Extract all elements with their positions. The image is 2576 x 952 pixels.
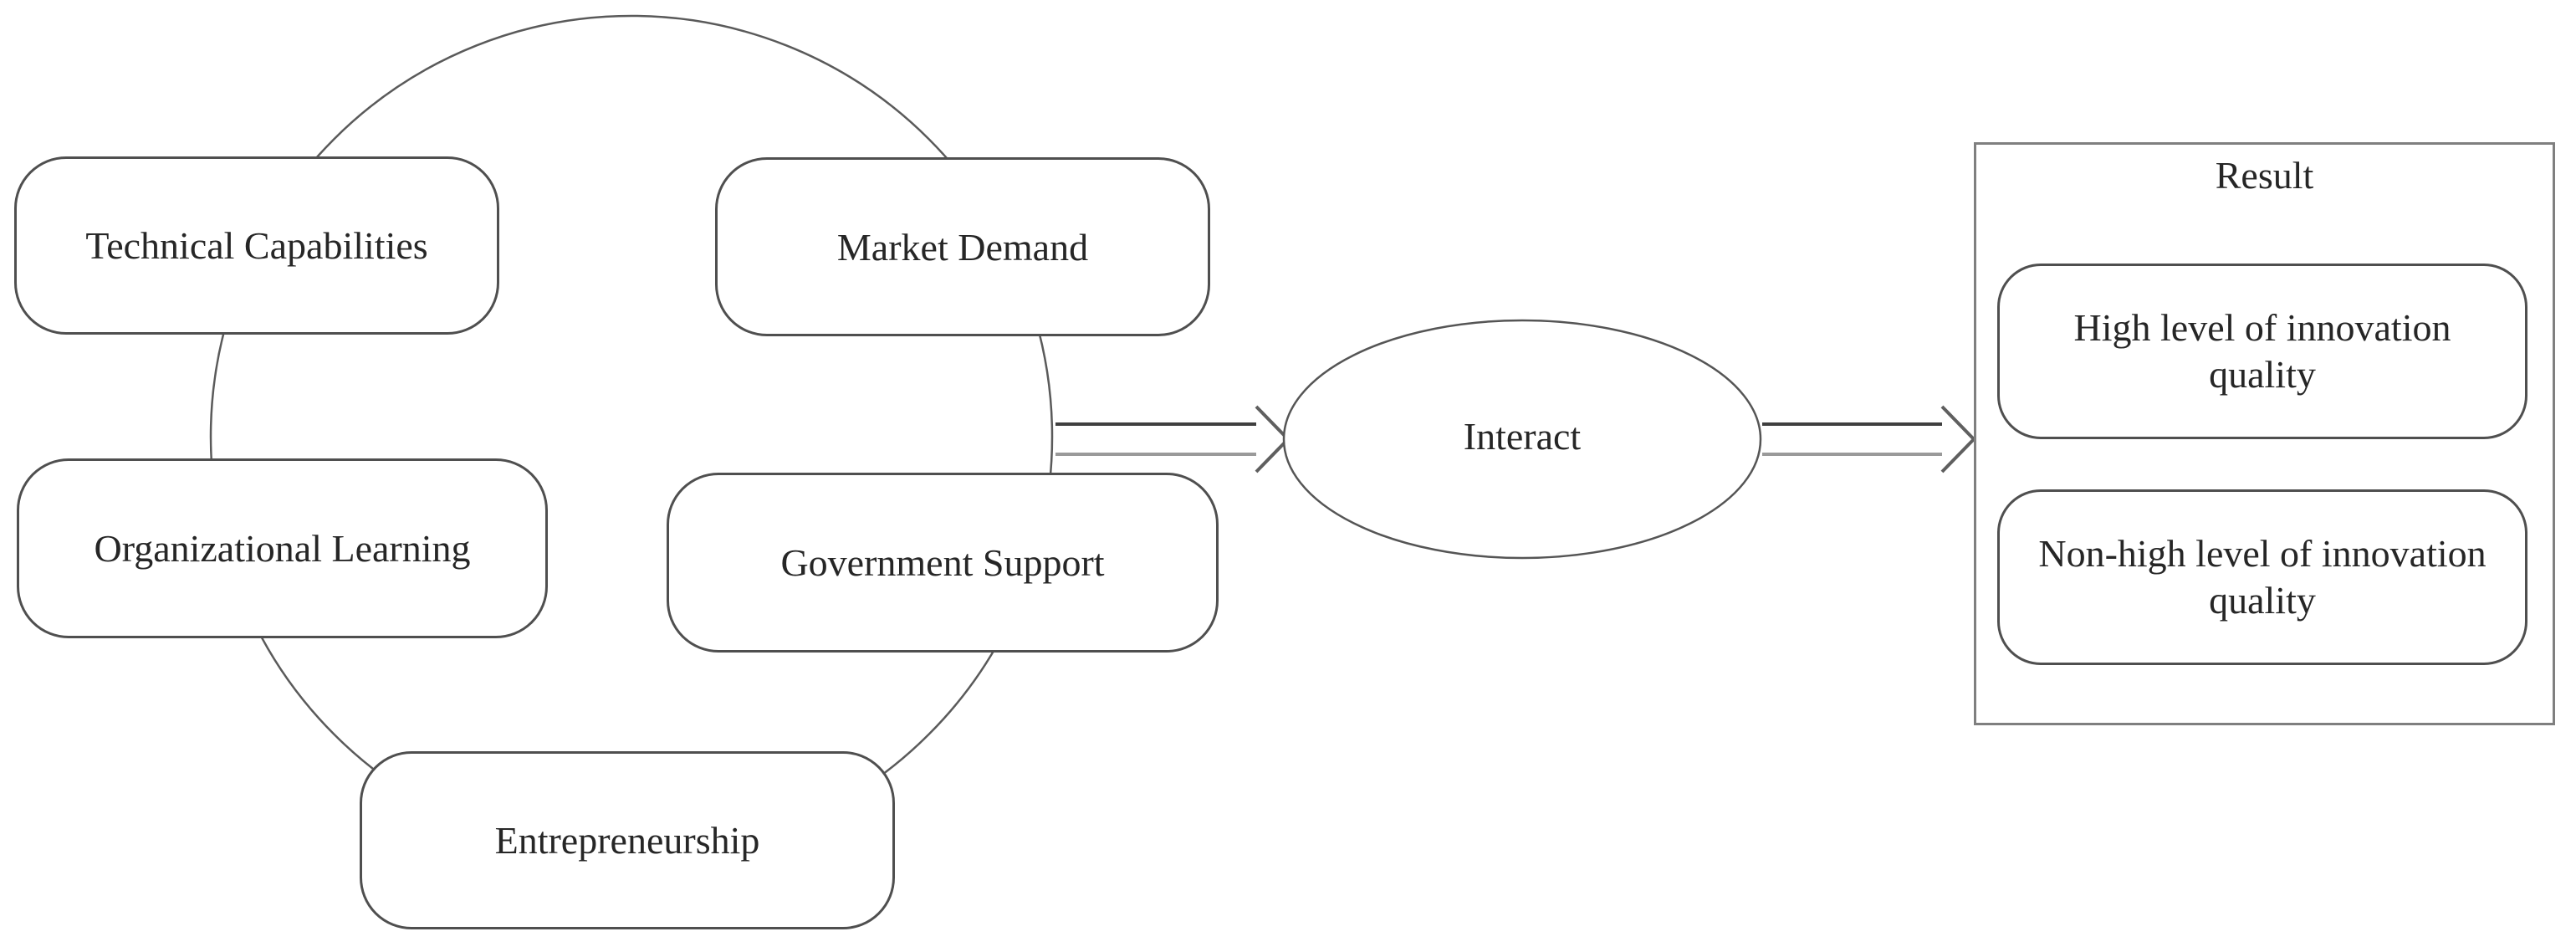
interact-label: Interact xyxy=(1463,415,1582,458)
node-label: Organizational Learning xyxy=(94,527,471,570)
arrow-right-head-icon xyxy=(1940,405,1976,473)
factors-circle xyxy=(209,14,1054,859)
node-label: Government Support xyxy=(780,541,1105,584)
interact-ellipse xyxy=(1282,319,1762,560)
node-label: Market Demand xyxy=(836,225,1089,269)
outcome-label: High level of innovation quality xyxy=(2073,305,2451,396)
result-title: Result xyxy=(2215,154,2314,197)
node-organizational-learning: Organizational Learning xyxy=(17,458,548,638)
node-technical-capabilities: Technical Capabilities xyxy=(14,156,499,335)
outcome-label: Non-high level of innovation quality xyxy=(2038,531,2487,622)
node-label: Technical Capabilities xyxy=(85,224,428,267)
node-government-support: Government Support xyxy=(667,473,1219,653)
outcome-non-high-innovation-quality: Non-high level of innovation quality xyxy=(1997,489,2527,665)
node-market-demand: Market Demand xyxy=(715,157,1210,336)
node-entrepreneurship: Entrepreneurship xyxy=(360,751,895,929)
node-label: Entrepreneurship xyxy=(494,819,760,862)
outcome-high-innovation-quality: High level of innovation quality xyxy=(1997,264,2527,439)
